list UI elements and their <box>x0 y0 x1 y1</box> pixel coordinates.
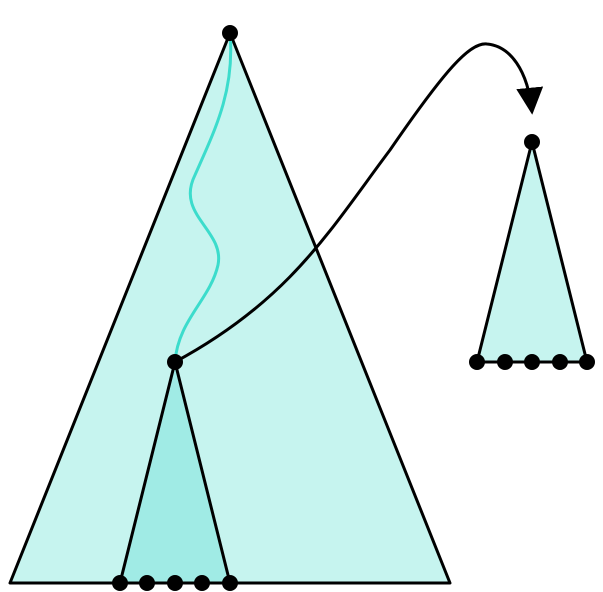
leaf-node <box>112 575 128 591</box>
detached-leaves <box>469 354 595 370</box>
leaf-node <box>524 354 540 370</box>
move-arrow <box>174 42 544 364</box>
leaf-node <box>194 575 210 591</box>
leaf-node <box>497 354 513 370</box>
leaf-node <box>167 575 183 591</box>
subtree-leaves <box>112 575 238 591</box>
subtree-root-node <box>167 354 183 370</box>
leaf-node <box>469 354 485 370</box>
root-node <box>222 25 238 41</box>
detached-root-node <box>524 134 540 150</box>
leaf-node <box>222 575 238 591</box>
detached-tree-triangle <box>475 140 589 364</box>
root-to-subtree-path <box>173 32 233 363</box>
large-tree-triangle <box>8 31 452 585</box>
leaf-node <box>579 354 595 370</box>
leaf-node <box>139 575 155 591</box>
leaf-node <box>552 354 568 370</box>
